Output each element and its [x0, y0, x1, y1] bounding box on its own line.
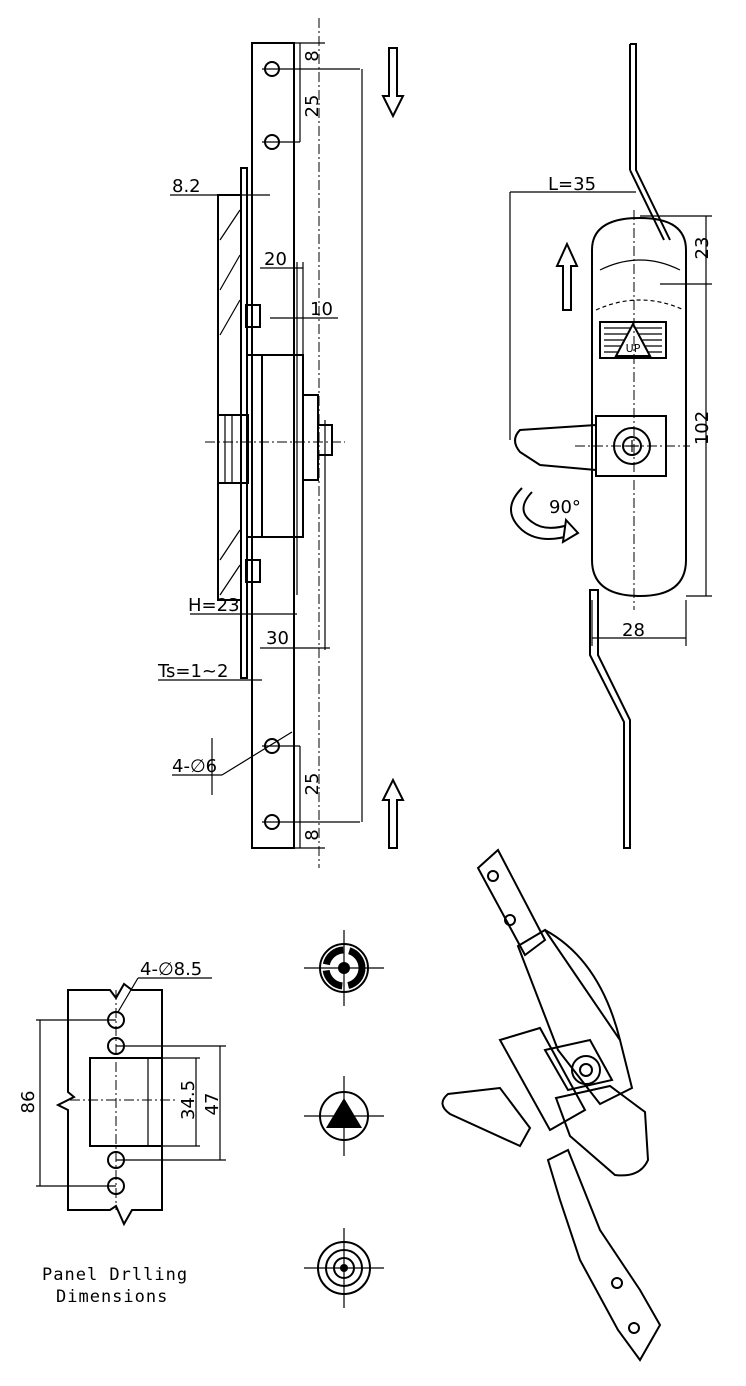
dim-drill-window: 34.5 [178, 1080, 199, 1120]
arrow-up-icon [381, 777, 405, 849]
locked-symbol-icon [304, 930, 384, 1006]
isometric-view [441, 848, 662, 1362]
dim-bottom-edge: 8 [302, 829, 323, 840]
lock-cylinder [303, 394, 319, 481]
drilling-view: 4-∅8.5 86 34.5 47 Panel Drlling Dimensio… [18, 959, 226, 1307]
panel-outline [55, 982, 163, 1227]
dim-holes: 4-∅6 [172, 756, 217, 777]
front-view: UP 90° L=35 23 102 28 [509, 43, 713, 849]
dim-front-height: 102 [692, 411, 713, 445]
dim-drill-holes: 4-∅8.5 [140, 959, 202, 980]
rotate-arrow-icon [510, 487, 573, 540]
iso-bar-bottom [546, 1148, 662, 1362]
caption-line-2: Dimensions [56, 1287, 168, 1307]
iso-bar-top [476, 848, 547, 957]
hatched-strip [217, 194, 242, 601]
screw-top [245, 304, 261, 328]
iso-lock-block [498, 1026, 587, 1132]
dim-top-pitch: 25 [302, 95, 323, 118]
bar-upper [630, 43, 671, 241]
arrow-down-icon [381, 47, 405, 119]
cutout-window [89, 1057, 163, 1147]
dim-drill-outer: 47 [202, 1093, 223, 1116]
dim-panel-thickness: 8.2 [172, 176, 201, 197]
symbols [304, 930, 384, 1308]
lever [514, 424, 597, 471]
iso-lock-face [543, 1038, 614, 1092]
dim-top: 23 [692, 237, 713, 260]
dim-ts: Ts=1~2 [157, 661, 228, 682]
dim-top-edge: 8 [302, 50, 323, 61]
caption-line-1: Panel Drlling [42, 1265, 188, 1285]
screw-bottom [245, 559, 261, 583]
handle-body [591, 216, 687, 598]
bar-lower [589, 589, 631, 849]
dim-width-10: 10 [310, 299, 333, 320]
up-triangle-icon [614, 321, 652, 357]
dim-width-30: 30 [266, 628, 289, 649]
dim-length: L=35 [548, 174, 596, 195]
dim-height: H=23 [188, 595, 240, 616]
dim-rotation: 90° [549, 497, 581, 518]
triangle-symbol-icon [304, 1076, 384, 1156]
dim-drill-total: 86 [18, 1091, 39, 1114]
side-view: 8 25 8.2 20 10 H=23 30 Ts=1~2 4-∅6 25 8 [157, 18, 405, 868]
dim-bottom-pitch: 25 [302, 773, 323, 796]
round-symbol-icon [304, 1228, 384, 1308]
iso-handle-cap [554, 1084, 650, 1177]
dim-front-width: 28 [622, 620, 645, 641]
lock-flange [217, 414, 249, 484]
dim-width-20: 20 [264, 249, 287, 270]
up-label: UP [626, 342, 641, 355]
mounting-bar [251, 42, 295, 849]
front-up-arrow-icon [555, 241, 579, 311]
iso-lever [441, 1086, 532, 1148]
